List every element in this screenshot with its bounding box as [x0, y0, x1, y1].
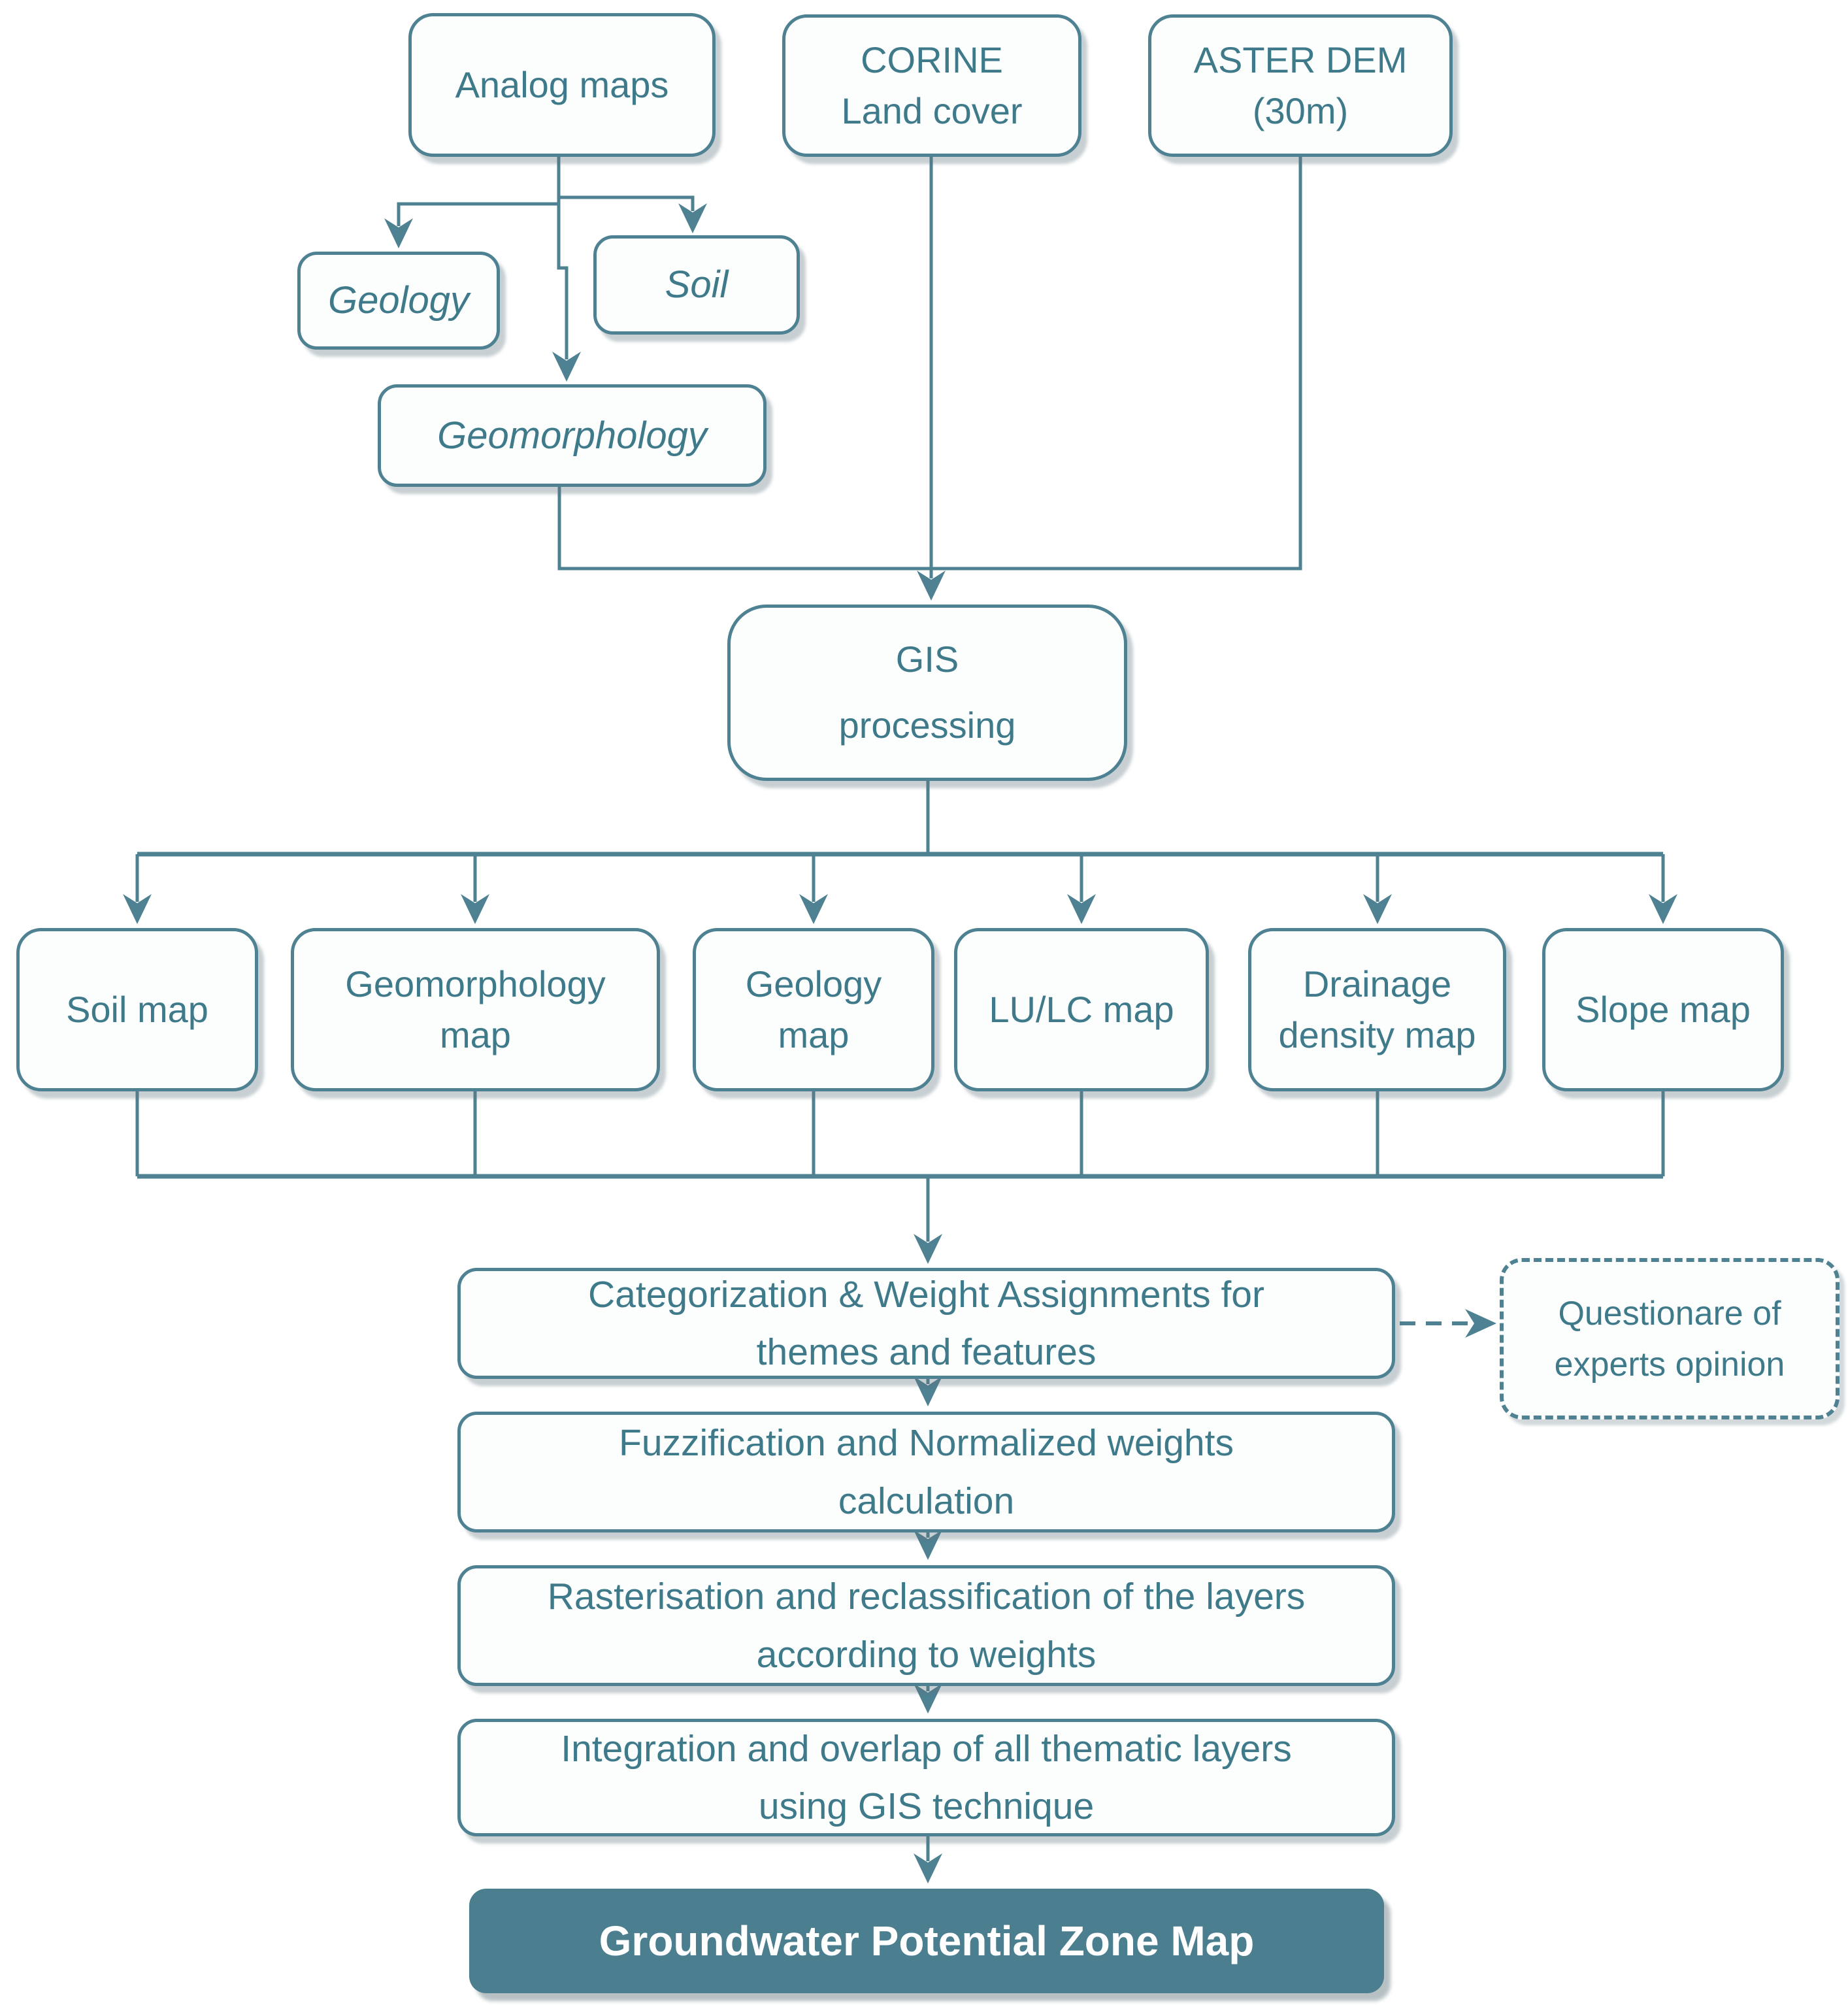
- connector-analog-subtree: [384, 157, 707, 382]
- node-soil-label: Soil: [665, 263, 729, 307]
- node-categorization-label: Categorization & Weight Assignments for …: [588, 1273, 1264, 1373]
- node-aster-dem-label: ASTER DEM (30m): [1193, 39, 1408, 131]
- node-corine-land-cover-label: CORINE Land cover: [841, 39, 1023, 131]
- node-drainage-density-map: Drainage density map: [1248, 928, 1506, 1091]
- connector-maps-to-categorization: [135, 1091, 1665, 1264]
- node-soil: Soil: [593, 235, 800, 335]
- node-geomorphology-map: Geomorphology map: [291, 928, 660, 1091]
- node-questionnaire-experts-opinion: Questionare of experts opinion: [1500, 1258, 1840, 1419]
- connector-categorization-to-questionnaire: [1400, 1309, 1496, 1338]
- node-rasterisation-label: Rasterisation and reclassification of th…: [547, 1576, 1306, 1676]
- node-geomorphology-map-label: Geomorphology map: [345, 963, 606, 1055]
- node-slope-map-label: Slope map: [1576, 988, 1751, 1030]
- node-lulc-map-label: LU/LC map: [989, 988, 1174, 1030]
- node-soil-map: Soil map: [16, 928, 258, 1091]
- node-gis-processing-label: GIS processing: [838, 638, 1016, 746]
- node-corine-land-cover: CORINE Land cover: [782, 14, 1081, 157]
- node-integration-label: Integration and overlap of all thematic …: [561, 1727, 1292, 1827]
- node-analog-maps: Analog maps: [408, 13, 716, 157]
- node-questionnaire-label: Questionare of experts opinion: [1554, 1294, 1785, 1384]
- node-geomorphology: Geomorphology: [378, 384, 767, 487]
- node-gis-processing: GIS processing: [727, 605, 1127, 781]
- node-lulc-map: LU/LC map: [954, 928, 1209, 1091]
- node-analog-maps-label: Analog maps: [455, 63, 669, 105]
- node-geology: Geology: [297, 252, 500, 350]
- node-rasterisation-reclassification: Rasterisation and reclassification of th…: [457, 1565, 1395, 1686]
- node-fuzzification-normalized-weights: Fuzzification and Normalized weights cal…: [457, 1412, 1395, 1533]
- node-groundwater-potential-zone-map: Groundwater Potential Zone Map: [469, 1889, 1384, 1993]
- node-drainage-density-map-label: Drainage density map: [1278, 963, 1476, 1055]
- node-fuzzification-label: Fuzzification and Normalized weights cal…: [619, 1422, 1234, 1522]
- node-slope-map: Slope map: [1542, 928, 1784, 1091]
- node-geology-label: Geology: [327, 279, 470, 322]
- node-geomorphology-label: Geomorphology: [437, 414, 707, 457]
- node-categorization-weight-assignments: Categorization & Weight Assignments for …: [457, 1268, 1395, 1379]
- connector-collector-to-gis: [557, 157, 1302, 601]
- node-aster-dem: ASTER DEM (30m): [1148, 14, 1453, 157]
- connector-gis-to-maps: [123, 781, 1677, 924]
- node-soil-map-label: Soil map: [66, 988, 208, 1030]
- node-final-map-label: Groundwater Potential Zone Map: [599, 1917, 1255, 1964]
- node-geology-map-label: Geology map: [745, 963, 882, 1055]
- node-integration-overlap-layers: Integration and overlap of all thematic …: [457, 1719, 1395, 1836]
- connector-process-stack: [914, 1376, 942, 1883]
- node-geology-map: Geology map: [693, 928, 934, 1091]
